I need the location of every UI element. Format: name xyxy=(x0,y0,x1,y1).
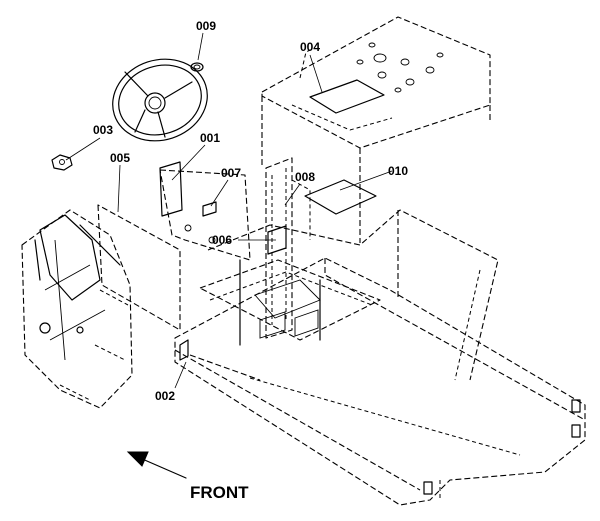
main-frame xyxy=(174,257,586,506)
floor-panel xyxy=(97,204,181,331)
leader-008 xyxy=(284,183,301,206)
label-008: 008 xyxy=(295,170,315,184)
leader-002 xyxy=(174,361,187,389)
label-007: 007 xyxy=(221,166,241,180)
dash-panel-hole xyxy=(184,224,192,232)
label-005: 005 xyxy=(110,151,130,165)
battery-tray xyxy=(199,259,381,346)
dash-panel xyxy=(159,169,251,261)
label-002: 002 xyxy=(155,389,175,403)
leader-010 xyxy=(339,170,393,191)
front-label: FRONT xyxy=(190,483,249,502)
leader-004 xyxy=(309,54,323,93)
leader-009 xyxy=(197,32,204,61)
leader-003 xyxy=(65,137,101,161)
label-001: 001 xyxy=(200,131,220,145)
leader-001 xyxy=(171,144,206,181)
label-010: 010 xyxy=(388,164,408,178)
nut-009 xyxy=(190,62,204,72)
leader-007 xyxy=(210,179,229,207)
label-004: 004 xyxy=(300,40,320,54)
label-009: 009 xyxy=(196,19,216,33)
leader-005 xyxy=(117,164,121,213)
decal-010 xyxy=(304,179,377,215)
front-cowl xyxy=(21,209,133,409)
decal-007 xyxy=(202,201,217,217)
dash-panel-hole xyxy=(208,236,216,244)
front-direction-arrow xyxy=(126,451,187,479)
label-003: 003 xyxy=(93,123,113,137)
steering-wheel xyxy=(112,58,208,142)
steering-column xyxy=(265,157,311,339)
label-006: 006 xyxy=(212,233,232,247)
seat-base xyxy=(207,209,499,381)
console-box xyxy=(261,16,491,243)
decal-001 xyxy=(159,161,183,217)
clip-003 xyxy=(51,154,73,171)
